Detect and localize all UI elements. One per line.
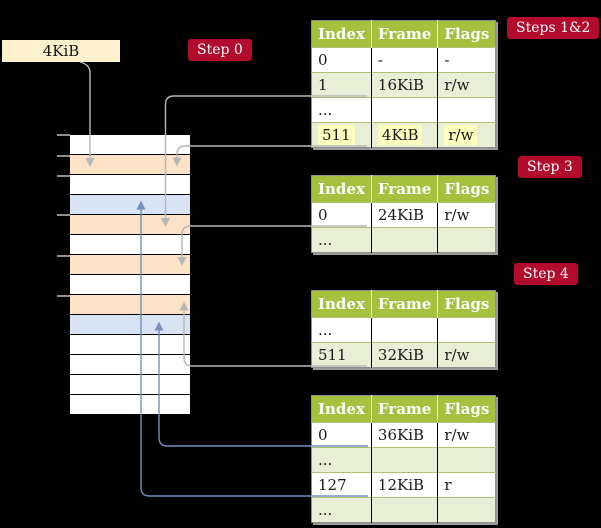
- cell-flags: r: [437, 472, 496, 498]
- table-row: ...: [311, 497, 496, 523]
- column-header-flags: Flags: [437, 20, 496, 48]
- memory-address-tick: [57, 255, 70, 257]
- cell-index: 0: [311, 202, 372, 228]
- physical-memory-strip: [70, 135, 190, 415]
- table-row: ...: [311, 447, 496, 473]
- cell-frame: 4KiB: [370, 122, 438, 148]
- table-row: ...: [311, 317, 496, 343]
- step-label-3: Step 3: [518, 156, 582, 178]
- column-header-index: Index: [311, 290, 372, 318]
- cell-flags: r/w: [437, 122, 496, 148]
- cell-flags: r/w: [437, 72, 496, 98]
- memory-row-free: [70, 235, 190, 255]
- column-header-frame: Frame: [370, 175, 438, 203]
- cell-index: ...: [311, 497, 372, 523]
- cell-index: ...: [311, 227, 372, 253]
- memory-address-tick: [57, 175, 70, 177]
- table-row: 511 4KiB r/w: [311, 122, 496, 148]
- cell-index: ...: [311, 97, 372, 123]
- memory-row-free: [70, 355, 190, 375]
- cell-frame: [370, 447, 438, 473]
- cell-index: 511: [311, 342, 372, 368]
- cell-flags: r/w: [437, 202, 496, 228]
- highlighted-value: 511: [318, 125, 355, 145]
- cell-frame: 32KiB: [370, 342, 438, 368]
- step-label-0: Step 0: [188, 39, 252, 61]
- cell-index: ...: [311, 317, 372, 343]
- frame-address-box: 4KiB: [2, 40, 120, 62]
- column-header-frame: Frame: [370, 395, 438, 423]
- column-header-flags: Flags: [437, 175, 496, 203]
- memory-address-tick: [57, 295, 70, 297]
- cell-frame: [370, 97, 438, 123]
- memory-row-table: [70, 155, 190, 175]
- memory-row-free: [70, 395, 190, 415]
- memory-address-tick: [57, 214, 70, 216]
- memory-address-tick: [57, 155, 70, 157]
- cell-frame: 36KiB: [370, 422, 438, 448]
- cell-flags: [437, 497, 496, 523]
- table-row: 0--: [311, 47, 496, 73]
- memory-row-page: [70, 315, 190, 335]
- column-header-flags: Flags: [437, 395, 496, 423]
- cell-index: ...: [311, 447, 372, 473]
- cell-flags: [437, 97, 496, 123]
- step-label-4: Step 4: [514, 263, 578, 285]
- column-header-index: Index: [311, 395, 372, 423]
- memory-row-free: [70, 135, 190, 155]
- cell-frame: [370, 317, 438, 343]
- memory-row-page: [70, 195, 190, 215]
- cell-frame: 12KiB: [370, 472, 438, 498]
- cell-index: 511: [311, 122, 372, 148]
- cell-frame: -: [370, 47, 438, 73]
- memory-row-free: [70, 275, 190, 295]
- column-header-flags: Flags: [437, 290, 496, 318]
- cell-index: 0: [311, 422, 372, 448]
- cell-frame: 24KiB: [370, 202, 438, 228]
- table-row: ...: [311, 227, 496, 253]
- table-row: ...: [311, 97, 496, 123]
- memory-row-table: [70, 255, 190, 275]
- cell-index: 1: [311, 72, 372, 98]
- cell-flags: [437, 317, 496, 343]
- cell-index: 0: [311, 47, 372, 73]
- column-header-frame: Frame: [370, 20, 438, 48]
- cell-flags: r/w: [437, 422, 496, 448]
- memory-row-free: [70, 375, 190, 395]
- memory-row-table: [70, 295, 190, 315]
- cell-flags: [437, 447, 496, 473]
- memory-row-free: [70, 175, 190, 195]
- cell-frame: 16KiB: [370, 72, 438, 98]
- highlighted-value: r/w: [444, 125, 478, 145]
- step-label-1-2: Steps 1&2: [507, 17, 600, 39]
- cell-flags: -: [437, 47, 496, 73]
- column-header-frame: Frame: [370, 290, 438, 318]
- memory-row-table: [70, 215, 190, 235]
- column-header-index: Index: [311, 175, 372, 203]
- cell-frame: [370, 227, 438, 253]
- highlighted-value: 4KiB: [377, 125, 423, 145]
- cell-flags: r/w: [437, 342, 496, 368]
- memory-row-free: [70, 335, 190, 355]
- cell-frame: [370, 497, 438, 523]
- column-header-index: Index: [311, 20, 372, 48]
- cell-flags: [437, 227, 496, 253]
- cell-index: 127: [311, 472, 372, 498]
- memory-address-tick: [57, 134, 70, 136]
